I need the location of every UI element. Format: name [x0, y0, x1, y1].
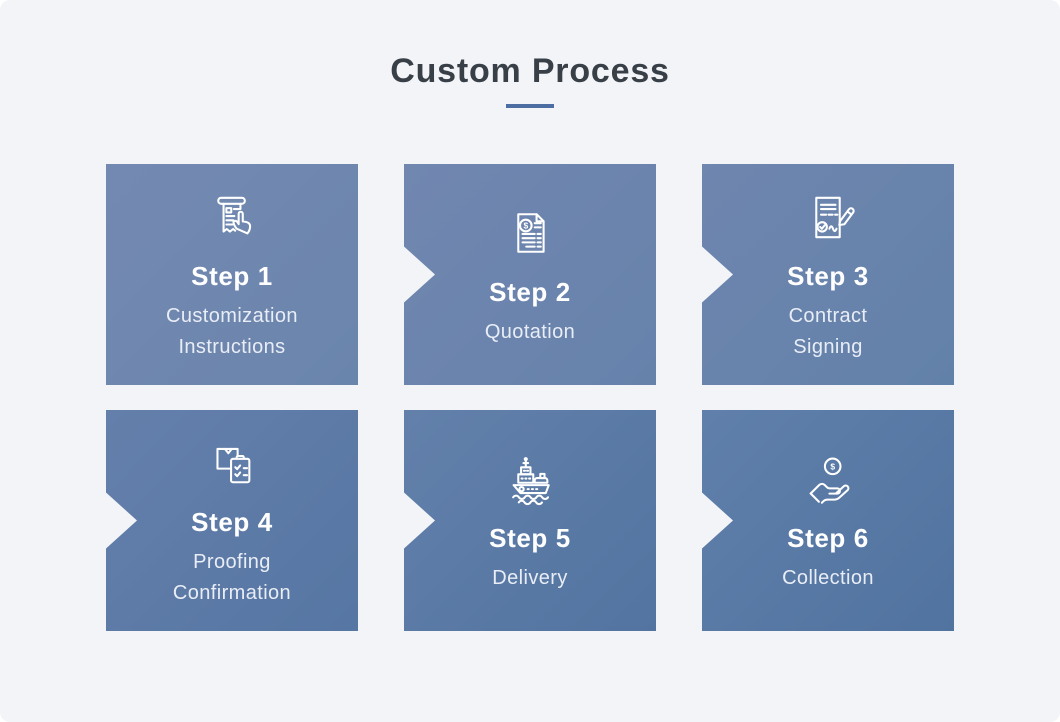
step-4-title: Step 4 [191, 507, 273, 537]
step-5-card: Step 5 Delivery [404, 410, 656, 631]
box-checklist-icon [202, 432, 262, 494]
step-4-subtitle: Proofing Confirmation [172, 551, 292, 604]
step-6-title: Step 6 [787, 522, 869, 553]
svg-text:$: $ [523, 220, 528, 230]
svg-text:$: $ [830, 461, 835, 471]
step-1-subtitle: Customization Instructions [166, 305, 298, 358]
cargo-ship-icon [499, 448, 561, 510]
contract-signing-icon [798, 186, 858, 248]
invoice-dollar-icon: $ [500, 202, 560, 264]
step-1-card: Step 1 Customization Instructions [106, 164, 358, 385]
title-underline [506, 104, 554, 108]
step-3-title: Step 3 [787, 261, 869, 291]
steps-grid: Step 1 Customization Instructions $ Step… [0, 164, 1060, 631]
step-2-title: Step 2 [489, 276, 571, 307]
hand-coin-icon: $ [798, 448, 858, 510]
step-6-subtitle: Collection [782, 566, 874, 589]
page-title: Custom Process [390, 52, 670, 90]
step-2-card: $ Step 2 Quotation [404, 164, 656, 385]
step-5-title: Step 5 [489, 522, 571, 553]
step-3-card: Step 3 Contract Signing [702, 164, 954, 385]
step-5-subtitle: Delivery [492, 566, 568, 589]
document-click-icon [202, 186, 262, 248]
step-3-subtitle: Contract Signing [788, 305, 868, 358]
header: Custom Process [0, 0, 1060, 108]
step-6-card: $ Step 6 Collection [702, 410, 954, 631]
step-4-card: Step 4 Proofing Confirmation [106, 410, 358, 631]
step-1-title: Step 1 [191, 261, 273, 291]
step-2-subtitle: Quotation [484, 320, 576, 343]
